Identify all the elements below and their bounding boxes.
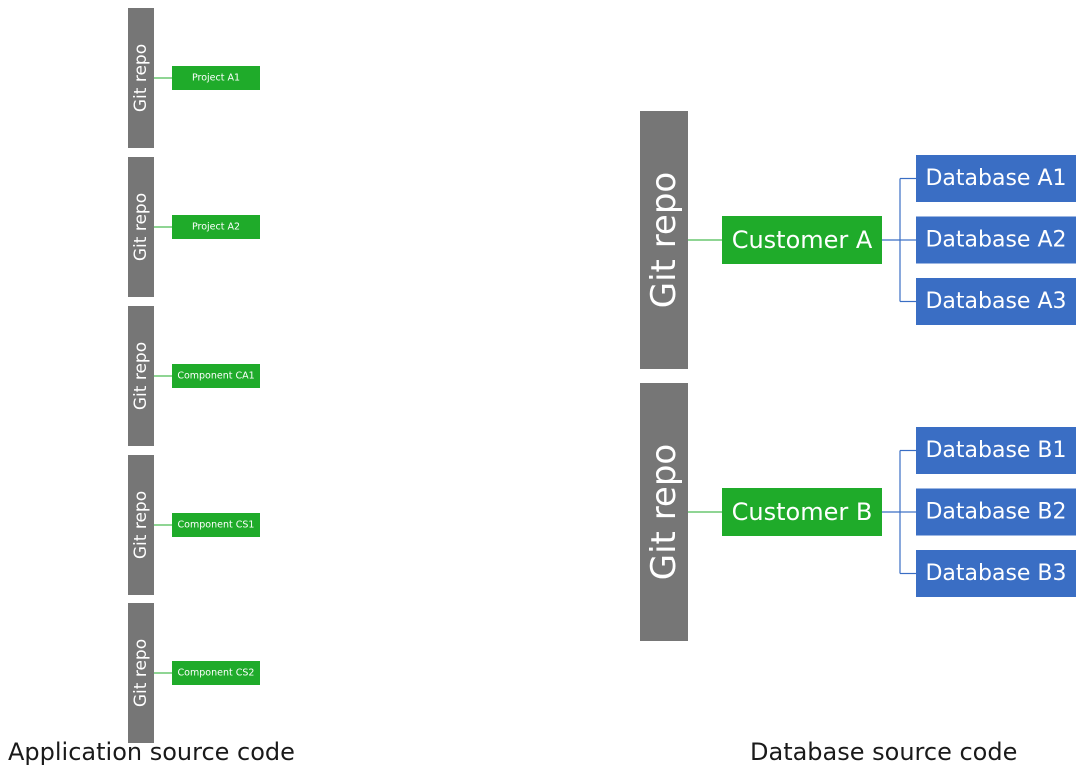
- database-label: Database A1: [925, 166, 1066, 191]
- customer-label: Customer A: [732, 226, 873, 254]
- project-label: Project A2: [192, 222, 240, 233]
- project-label: Component CA1: [177, 371, 254, 382]
- database-label: Database A3: [925, 289, 1066, 314]
- database-box: [916, 155, 1076, 202]
- database-label: Database B3: [925, 561, 1066, 586]
- repo-bar: [128, 306, 154, 446]
- database-box: [916, 550, 1076, 597]
- customer-label: Customer B: [732, 498, 873, 526]
- repo-label: Git repo: [644, 444, 684, 580]
- database-box: [916, 278, 1076, 325]
- repo-label: Git repo: [131, 639, 151, 707]
- project-box: [172, 215, 260, 239]
- repo-label: Git repo: [131, 193, 151, 261]
- repo-bar: [640, 111, 688, 369]
- repo-bar: [128, 8, 154, 148]
- database-box: [916, 427, 1076, 474]
- database-label: Database A2: [925, 228, 1066, 253]
- customer-box: [722, 488, 882, 536]
- repo-bar: [128, 603, 154, 743]
- project-box: [172, 513, 260, 537]
- database-label: Database B2: [925, 500, 1066, 525]
- project-label: Component CS2: [178, 668, 255, 679]
- project-box: [172, 364, 260, 388]
- project-label: Project A1: [192, 73, 240, 84]
- database-box: [916, 216, 1076, 264]
- database-source-code-caption: Database source code: [750, 738, 1018, 766]
- repo-bar: [128, 157, 154, 297]
- project-box: [172, 661, 260, 685]
- repo-label: Git repo: [131, 44, 151, 112]
- project-label: Component CS1: [178, 520, 255, 531]
- repo-label: Git repo: [131, 491, 151, 559]
- project-box: [172, 66, 260, 90]
- repo-label: Git repo: [644, 172, 684, 308]
- application-source-code-caption: Application source code: [8, 738, 295, 766]
- repo-bar: [128, 455, 154, 595]
- repo-bar: [640, 383, 688, 641]
- database-box: [916, 488, 1076, 536]
- database-label: Database B1: [925, 438, 1066, 463]
- repo-label: Git repo: [131, 342, 151, 410]
- customer-box: [722, 216, 882, 264]
